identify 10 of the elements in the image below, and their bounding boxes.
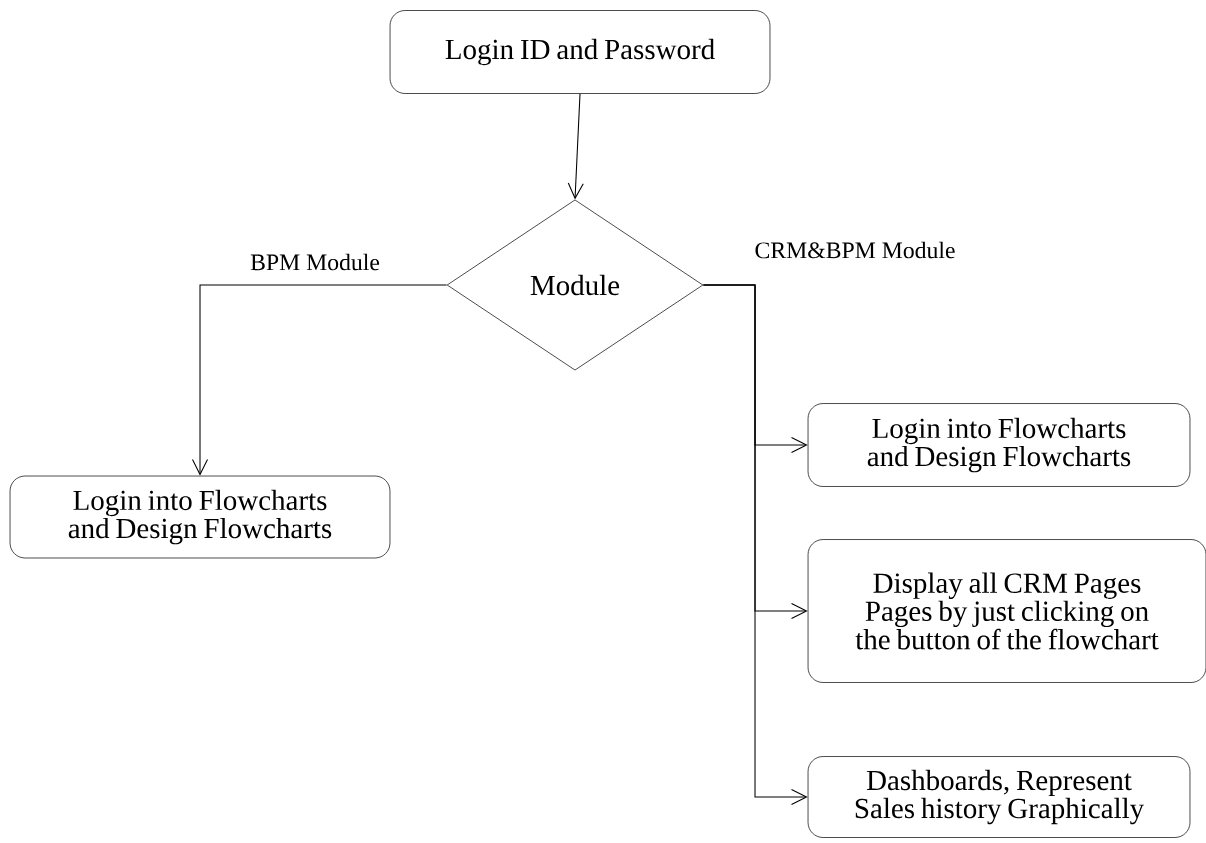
process-box: Dashboards, Represent Sales history Graphically xyxy=(807,756,1191,838)
edge-label: BPM Module xyxy=(248,251,382,273)
arrow xyxy=(567,93,584,200)
process-box: Display all CRM Pages Pages by just clicking on the button of the flowchart xyxy=(807,539,1206,683)
process-box: Login ID and Password xyxy=(389,10,771,94)
edge-label: CRM&BPM Module xyxy=(752,239,958,261)
arrow xyxy=(192,284,448,476)
arrow xyxy=(702,284,808,806)
process-box: Login into Flowcharts and Design Flowcharts xyxy=(9,475,391,559)
process-box: Login into Flowcharts and Design Flowcharts xyxy=(807,403,1191,487)
